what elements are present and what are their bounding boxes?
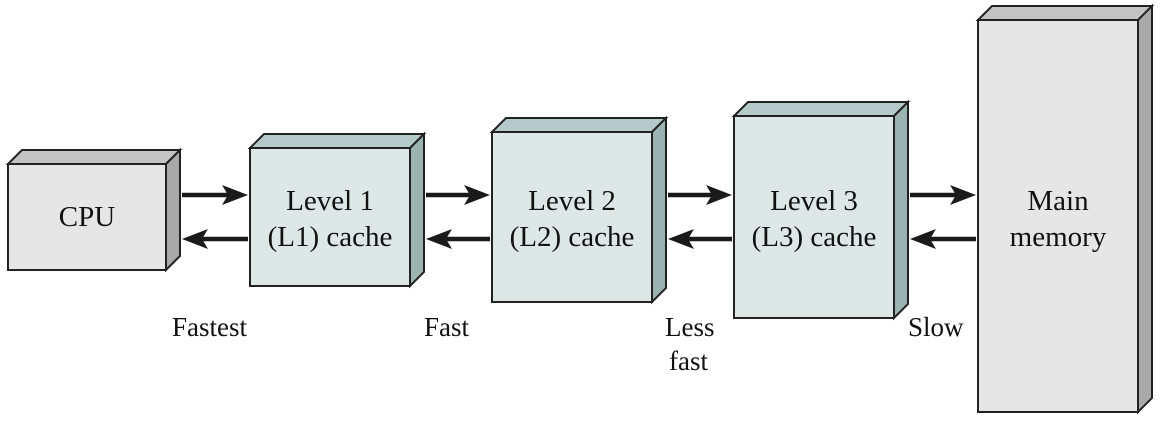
main-memory-box-side xyxy=(1137,3,1153,415)
l2-cache-box-top xyxy=(489,117,669,133)
arrow-l3-to-memory xyxy=(910,185,976,205)
arrow-l2-to-l3 xyxy=(668,185,732,205)
l1-cache-label-line1: Level 1 xyxy=(286,185,374,217)
arrow-right-head xyxy=(706,185,732,205)
cpu-box: CPU xyxy=(5,147,183,273)
main-memory-box-front xyxy=(977,19,1139,413)
l2-cache-box: Level 2 (L2) cache xyxy=(489,115,669,305)
arrow-l2-to-l1 xyxy=(426,229,490,249)
l3-cache-label-line2: (L3) cache xyxy=(752,221,877,253)
l2-cache-box-front xyxy=(491,131,653,303)
cpu-box-top xyxy=(5,149,183,165)
l1-cache-box-side xyxy=(409,131,425,289)
l1-cache-box: Level 1 (L1) cache xyxy=(247,131,427,289)
speed-label-slow: Slow xyxy=(908,312,964,342)
l2-cache-label-line2: (L2) cache xyxy=(510,221,635,253)
arrow-right-head xyxy=(950,185,976,205)
arrow-left-head xyxy=(426,229,452,249)
speed-label-less-fast-line2: fast xyxy=(669,346,708,376)
arrow-l3-to-l2 xyxy=(668,229,732,249)
arrow-right-head xyxy=(464,185,490,205)
arrow-left-head xyxy=(910,229,936,249)
speed-label-fast: Fast xyxy=(424,312,470,342)
l2-cache-label-line1: Level 2 xyxy=(528,185,616,217)
l2-cache-box-side xyxy=(651,115,667,305)
l1-cache-box-top xyxy=(247,133,427,149)
arrow-left-head xyxy=(668,229,694,249)
arrow-l1-to-l2 xyxy=(426,185,490,205)
l3-cache-box: Level 3 (L3) cache xyxy=(731,99,911,321)
arrow-cpu-to-l1 xyxy=(182,185,248,205)
main-memory-label-line1: Main xyxy=(1027,185,1089,217)
l3-cache-label-line1: Level 3 xyxy=(770,185,858,217)
arrow-right-head xyxy=(222,185,248,205)
arrow-l1-to-cpu xyxy=(182,229,248,249)
cpu-box-side xyxy=(165,147,181,273)
l3-cache-box-top xyxy=(731,101,911,117)
main-memory-box: Main memory xyxy=(975,3,1155,415)
l3-cache-box-front xyxy=(733,115,895,319)
speed-label-less-fast-line1: Less xyxy=(665,312,715,342)
main-memory-label-line2: memory xyxy=(1010,221,1107,253)
l1-cache-box-front xyxy=(249,147,411,287)
speed-label-fastest: Fastest xyxy=(172,312,248,342)
cpu-box-front xyxy=(7,163,167,271)
main-memory-box-top xyxy=(975,5,1155,21)
cpu-label: CPU xyxy=(59,201,115,233)
l1-cache-label-line2: (L1) cache xyxy=(268,221,393,253)
arrow-memory-to-l3 xyxy=(910,229,976,249)
arrow-left-head xyxy=(182,229,208,249)
l3-cache-box-side xyxy=(893,99,909,321)
